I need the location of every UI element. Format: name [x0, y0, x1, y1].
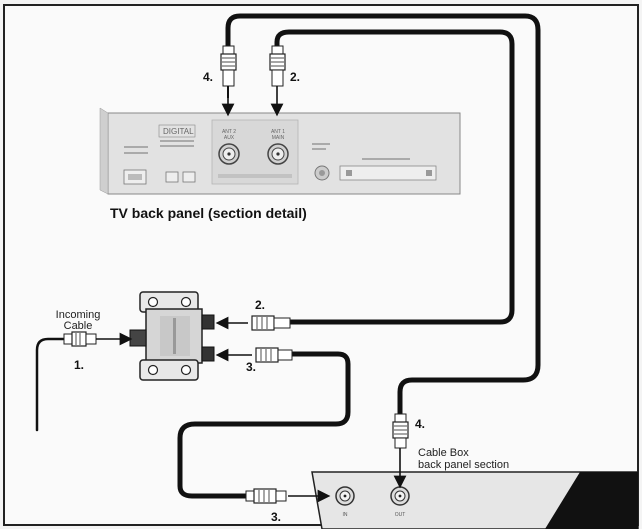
cable-box-back-panel: IN OUT: [311, 471, 639, 529]
connector-aux: [220, 45, 237, 117]
label-step2-splitter: 2.: [255, 298, 265, 312]
tv-optical-port-inner: [426, 170, 432, 176]
cable-box-in-port: [335, 486, 355, 506]
label-step3-splitter: 3.: [246, 360, 256, 374]
connector-splitter-2: [215, 315, 291, 331]
tv-panel-edge: [99, 107, 109, 195]
splitter-output-top: [201, 314, 215, 330]
connector-splitter-3: [215, 347, 293, 363]
tv-logo-box: [158, 124, 196, 138]
tv-hdmi-port-inner: [128, 174, 142, 180]
connector-incoming: [63, 331, 133, 347]
tv-small-text: [312, 148, 326, 150]
tv-small-text: [124, 146, 148, 148]
cable-box-in-label: IN: [343, 512, 348, 518]
tv-small-text: [362, 158, 410, 160]
connector-main: [269, 45, 286, 117]
splitter-side-text: [173, 318, 176, 354]
diagram-border: [3, 4, 639, 526]
tv-optical-port: [339, 165, 437, 181]
label-step3-bottom: 3.: [271, 510, 281, 524]
tv-audio-jack: [314, 165, 330, 181]
tv-optical-port-inner: [346, 170, 352, 176]
tv-port-left-label-1: ANT 2: [222, 129, 236, 135]
label-step4-box: 4.: [415, 417, 425, 431]
connector-cablebox-3: [245, 488, 331, 504]
label-step2-top: 2.: [290, 70, 300, 84]
splitter-output-bottom: [201, 346, 215, 362]
tv-small-port: [165, 171, 179, 183]
tv-ant2-aux-port: [218, 143, 240, 165]
incoming-cable-label-1: Incoming: [56, 309, 101, 321]
tv-port-right-label-1: ANT 1: [271, 129, 285, 135]
cable-box-title-1: Cable Box: [418, 447, 469, 459]
tv-ant1-main-port: [267, 143, 289, 165]
splitter-input-port: [129, 329, 147, 347]
tv-port-right-label-2: MAIN: [272, 135, 285, 141]
cable-4: [225, 13, 541, 421]
tv-small-text: [160, 145, 194, 147]
cable-box-out-port: [390, 486, 410, 506]
label-step4-top: 4.: [203, 70, 213, 84]
cable-box-title-2: back panel section: [418, 459, 509, 471]
cable-2: [274, 29, 515, 325]
tv-small-port: [182, 171, 196, 183]
tv-logo: DIGITAL: [163, 127, 194, 136]
incoming-cable-label-2: Cable: [64, 320, 93, 332]
tv-panel-title: TV back panel (section detail): [110, 205, 307, 221]
incoming-cable: [35, 337, 68, 432]
tv-port-caption-bar: [218, 174, 292, 178]
tv-back-panel: DIGITAL ANT 2 AUX ANT 1 MAIN: [99, 107, 461, 221]
cable-3: [177, 351, 351, 499]
tv-small-text: [124, 152, 148, 154]
splitter: [129, 291, 215, 381]
cable-box-out-label: OUT: [395, 512, 406, 518]
tv-port-left-label-2: AUX: [224, 135, 235, 141]
label-step1: 1.: [74, 358, 84, 372]
tv-small-text: [160, 140, 194, 142]
connector-cablebox-4: [392, 413, 409, 489]
tv-small-text: [312, 143, 330, 145]
